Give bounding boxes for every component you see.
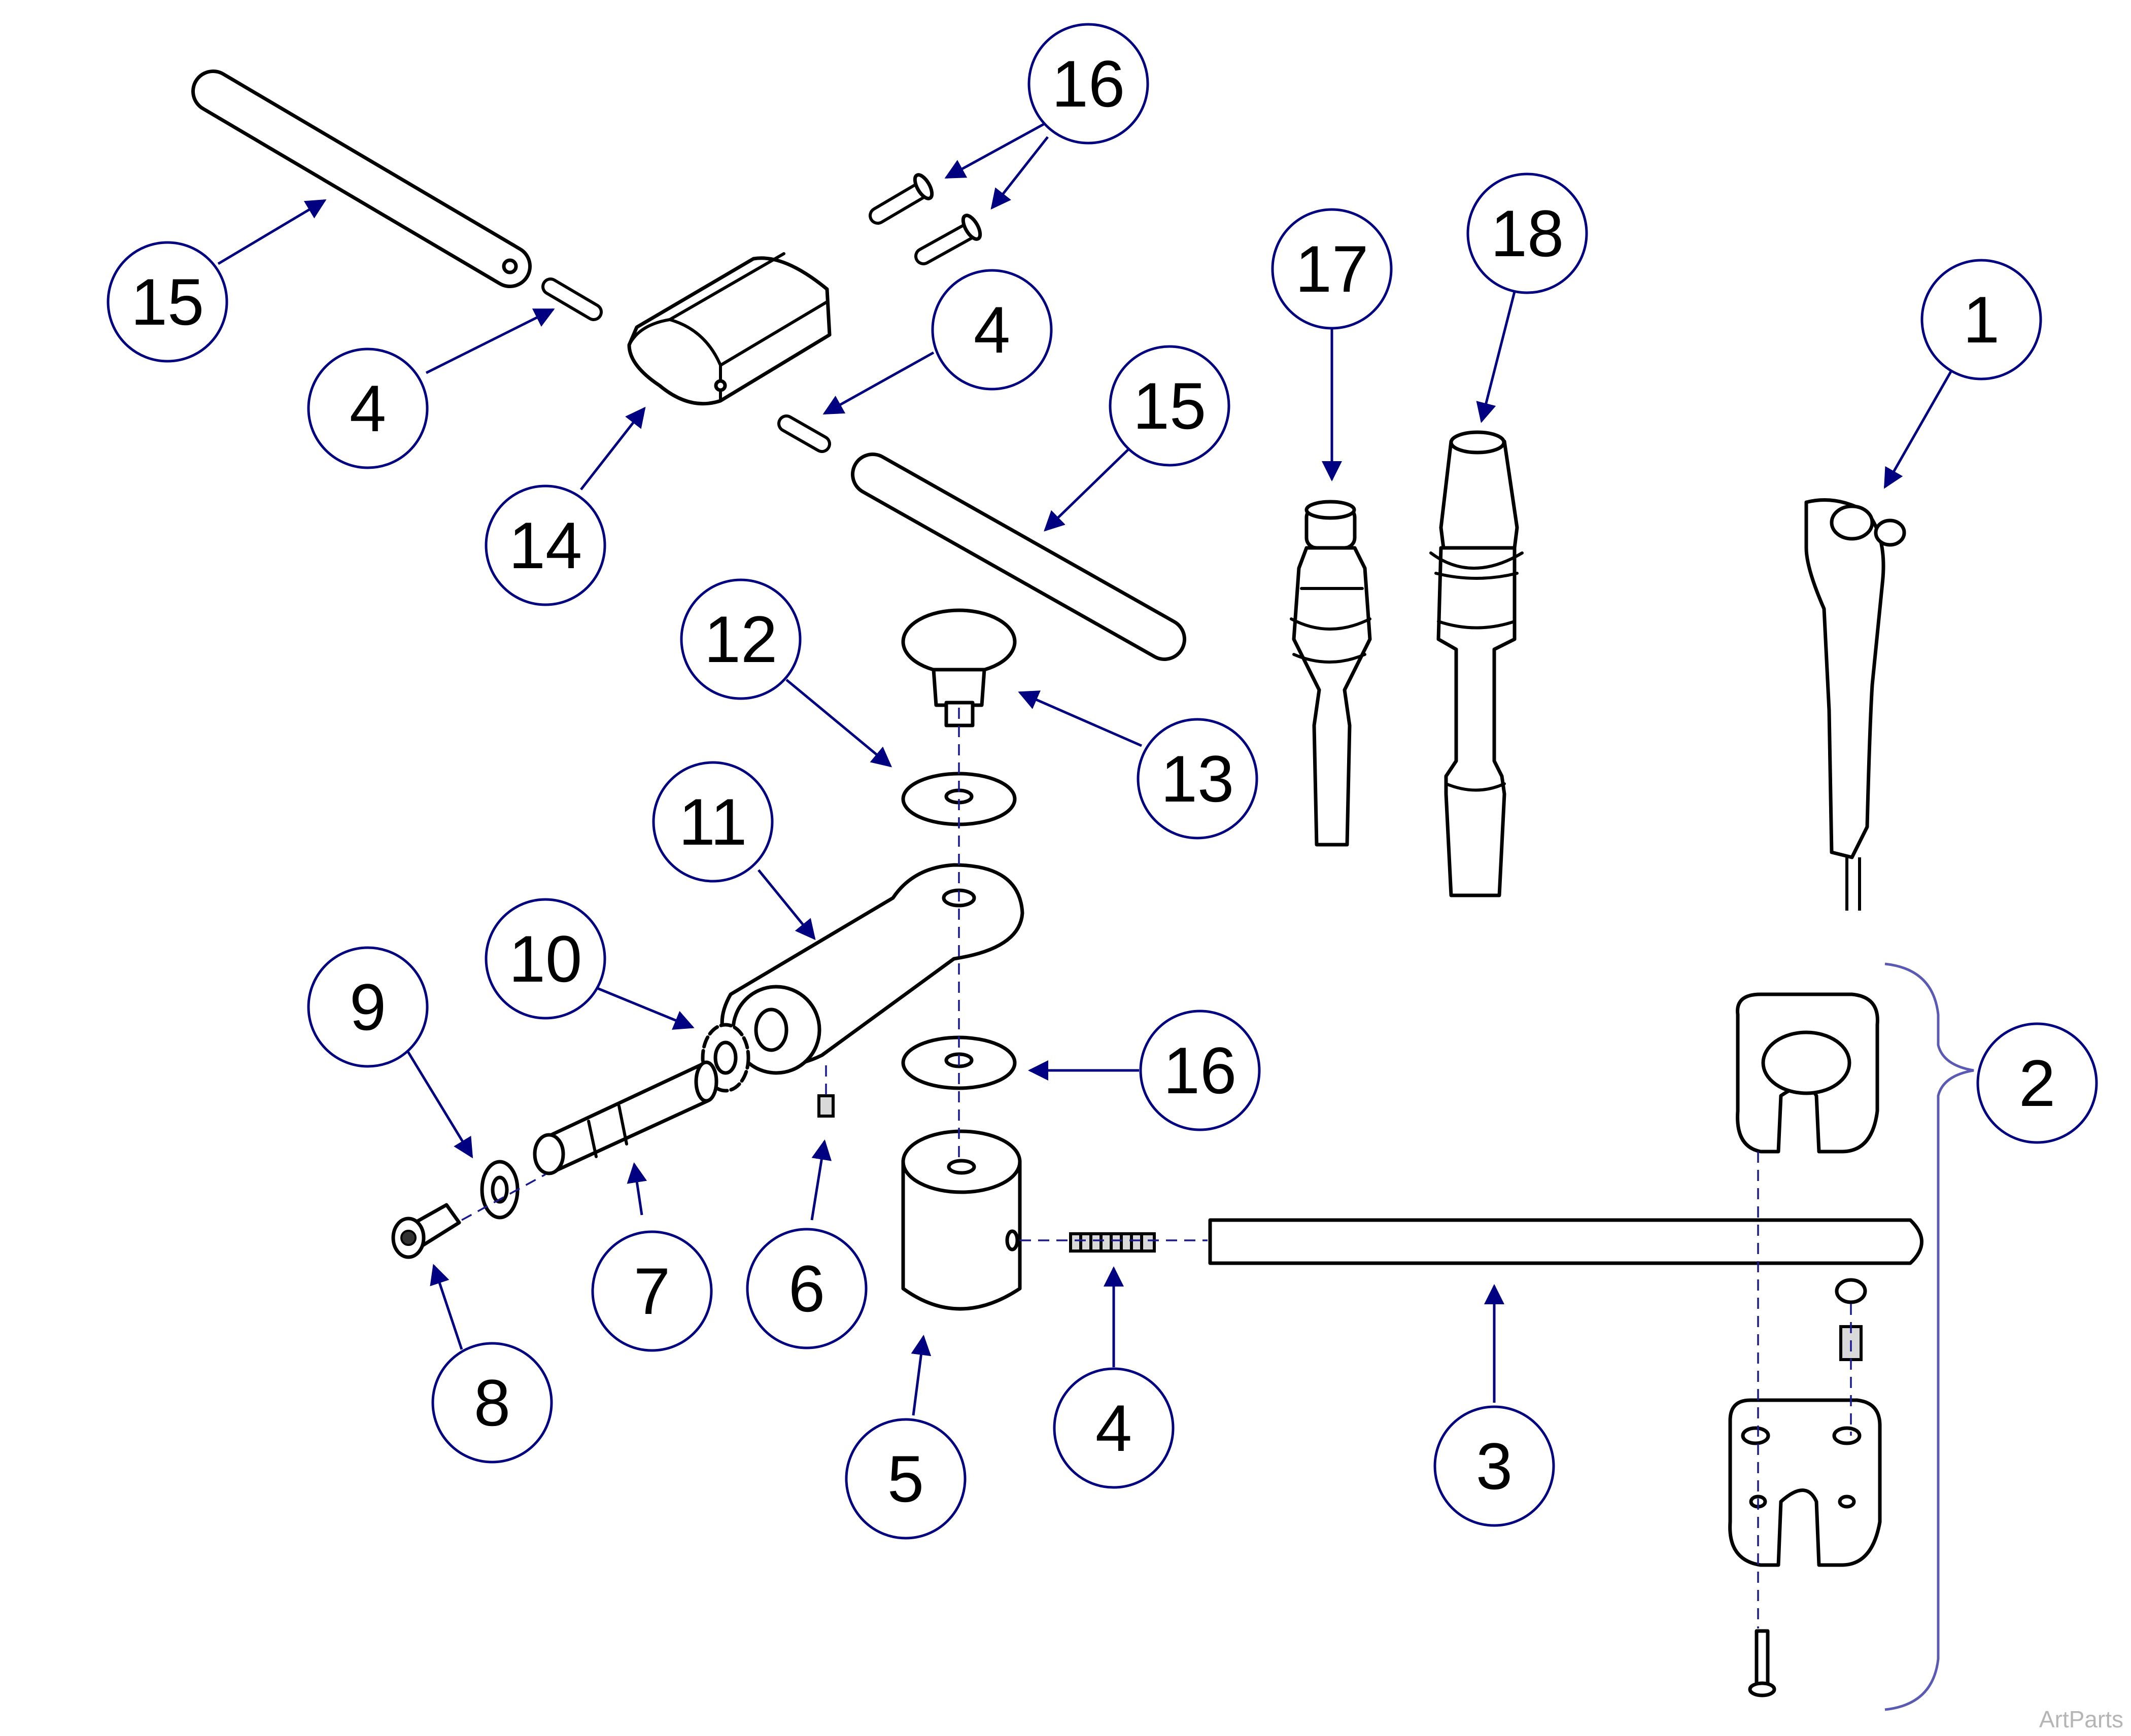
- axis-screw-shaft: [461, 1173, 546, 1221]
- callout-18: 18: [1466, 172, 1588, 294]
- callout-label: 4: [350, 371, 386, 445]
- connector-18: [1429, 430, 1524, 897]
- callout-label: 18: [1491, 196, 1564, 270]
- callout-label: 6: [788, 1252, 825, 1326]
- pin-16-top-b: [914, 214, 982, 265]
- callout-17: 17: [1271, 208, 1393, 330]
- air-water-syringe-1: [1569, 465, 1906, 911]
- callout-label: 16: [1163, 1033, 1237, 1107]
- callout-label: 2: [2019, 1046, 2055, 1120]
- callout-10: 10: [485, 898, 606, 1020]
- callout-4-upper: 4: [307, 348, 429, 469]
- callout-label: 5: [887, 1442, 924, 1516]
- knob-13: [901, 608, 1017, 727]
- callout-15-upper: 15: [107, 241, 228, 363]
- callout-label: 8: [474, 1366, 510, 1440]
- threaded-rod-4: [1069, 1232, 1156, 1253]
- callouts: 15 4 14 16 4 15 17 18: [107, 23, 2098, 1540]
- connector-17: [1290, 500, 1372, 847]
- callout-4-middle: 4: [931, 269, 1053, 391]
- callout-16-lower: 16: [1139, 1010, 1261, 1131]
- callout-1: 1: [1920, 259, 2042, 380]
- callout-label: 9: [350, 970, 386, 1044]
- rod-3: [1208, 1218, 1923, 1265]
- shaft-7: [533, 1060, 718, 1175]
- callout-label: 10: [509, 922, 582, 996]
- washer-9: [480, 1160, 520, 1220]
- callout-label: 4: [974, 293, 1010, 367]
- callout-label: 3: [1476, 1429, 1513, 1503]
- block-14: [627, 252, 832, 406]
- holder-2-top: [1736, 992, 1879, 1154]
- callout-label: 4: [1095, 1391, 1132, 1465]
- callout-4-lower: 4: [1053, 1367, 1175, 1489]
- callout-9: 9: [307, 946, 429, 1068]
- callout-label: 16: [1052, 47, 1125, 121]
- callout-13: 13: [1137, 718, 1258, 840]
- callout-label: 14: [509, 508, 582, 582]
- callout-label: 13: [1161, 742, 1234, 816]
- parts-layer: [191, 70, 1923, 1697]
- callout-label: 11: [679, 785, 747, 859]
- rod-15-lower: [851, 453, 1186, 661]
- callout-15-lower: 15: [1109, 345, 1230, 467]
- callout-5: 5: [845, 1418, 967, 1540]
- callout-12: 12: [680, 578, 802, 700]
- callout-label: 12: [704, 602, 778, 676]
- callout-16-upper: 16: [1027, 23, 1149, 145]
- holder-2-base: [1728, 1398, 1882, 1567]
- callout-label: 7: [634, 1254, 670, 1328]
- watermark: ArtParts: [2039, 1706, 2123, 1732]
- hub-5: [901, 1129, 1022, 1311]
- callout-label: 15: [1133, 369, 1207, 443]
- rod-15-upper: [191, 70, 532, 288]
- callout-3: 3: [1433, 1405, 1555, 1527]
- callout-label: 1: [1963, 283, 2000, 357]
- callout-8: 8: [431, 1342, 553, 1464]
- callout-7: 7: [591, 1230, 713, 1352]
- callout-2: 2: [1976, 1022, 2098, 1144]
- callout-14: 14: [485, 484, 606, 606]
- pin-4-middle: [777, 414, 831, 453]
- callout-6: 6: [746, 1228, 868, 1349]
- bracket-2: [1884, 962, 1974, 1711]
- screw-8: [391, 1203, 461, 1259]
- arm-11: [720, 863, 1024, 1075]
- callout-label: 15: [131, 265, 204, 339]
- setscrew-6: [817, 1094, 835, 1118]
- holder-2-setscrew-cap: [1835, 1278, 1867, 1304]
- holder-2-screw: [1748, 1629, 1776, 1697]
- callout-label: 17: [1295, 232, 1369, 306]
- pin-4-upper-left: [541, 277, 603, 321]
- pin-16-top-a: [869, 173, 934, 225]
- callout-11: 11: [652, 761, 774, 883]
- leader-arrows: [217, 118, 1957, 1416]
